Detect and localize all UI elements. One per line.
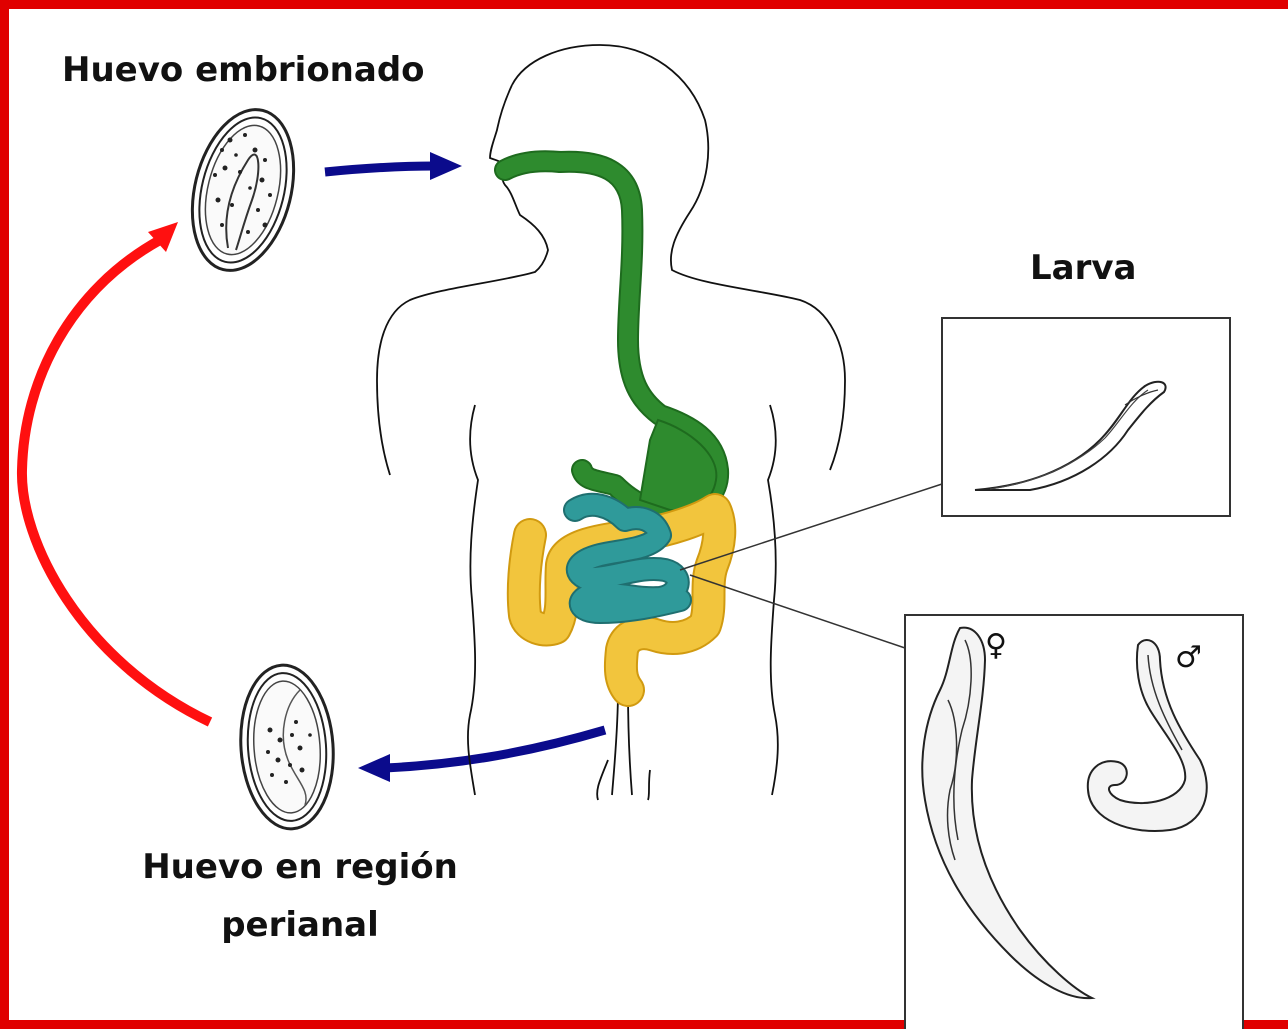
- ingestion-arrow: [325, 152, 462, 180]
- perianal-egg-icon: [235, 662, 338, 832]
- larva-panel: [942, 318, 1230, 516]
- small-intestine: [575, 505, 680, 612]
- larva-label: Larva: [1030, 248, 1136, 288]
- perianal-egg-label: Huevo en región perianal: [100, 838, 500, 954]
- autoinfection-arrow: [22, 222, 210, 722]
- embryonated-egg-label: Huevo embrionado: [62, 50, 425, 90]
- adult-worms-panel: [905, 615, 1243, 1029]
- male-symbol: ♂: [1175, 640, 1202, 675]
- embryonated-egg-icon: [177, 99, 310, 281]
- perianal-egg-label-line1: Huevo en región: [100, 838, 500, 896]
- egg-deposition-arrow: [358, 730, 605, 782]
- female-symbol: ♀: [985, 628, 1007, 663]
- esophagus-stomach: [505, 161, 718, 512]
- perianal-egg-label-line2: perianal: [100, 896, 500, 954]
